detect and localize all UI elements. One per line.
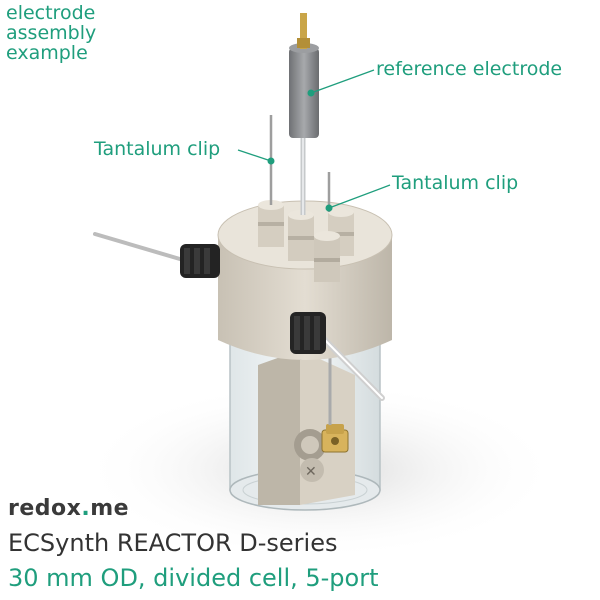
callout-tantalum-left: [237, 149, 275, 165]
product-spec: 30 mm OD, divided cell, 5-port: [8, 564, 379, 592]
callout-tantalum-right: [325, 184, 391, 212]
svg-text:✕: ✕: [305, 464, 317, 480]
corner-title: electrode assembly example: [6, 3, 96, 63]
brand-dot: .: [81, 496, 91, 521]
label-tantalum-clip-left: Tantalum clip: [94, 138, 221, 160]
brand-logo: redox.me: [8, 496, 129, 521]
corner-title-line: example: [6, 42, 88, 64]
cap-port: [314, 231, 340, 282]
corner-title-line: electrode: [6, 2, 96, 24]
cap-port: [288, 210, 314, 261]
label-tantalum-clip-right: Tantalum clip: [392, 172, 519, 194]
label-reference-electrode: reference electrode: [376, 58, 563, 80]
electrode-clamp: [321, 424, 349, 453]
callout-reference: [307, 69, 375, 97]
side-wire-left: [93, 232, 192, 264]
corner-title-line: assembly: [6, 22, 97, 44]
brand-suffix: me: [90, 496, 130, 521]
side-knob-right: [290, 312, 385, 401]
reference-electrode: [289, 13, 319, 215]
product-name: ECSynth REACTOR D-series: [8, 529, 338, 557]
cap-port: [258, 200, 284, 247]
side-knob-left: [180, 244, 220, 278]
brand-prefix: redox: [8, 496, 82, 521]
